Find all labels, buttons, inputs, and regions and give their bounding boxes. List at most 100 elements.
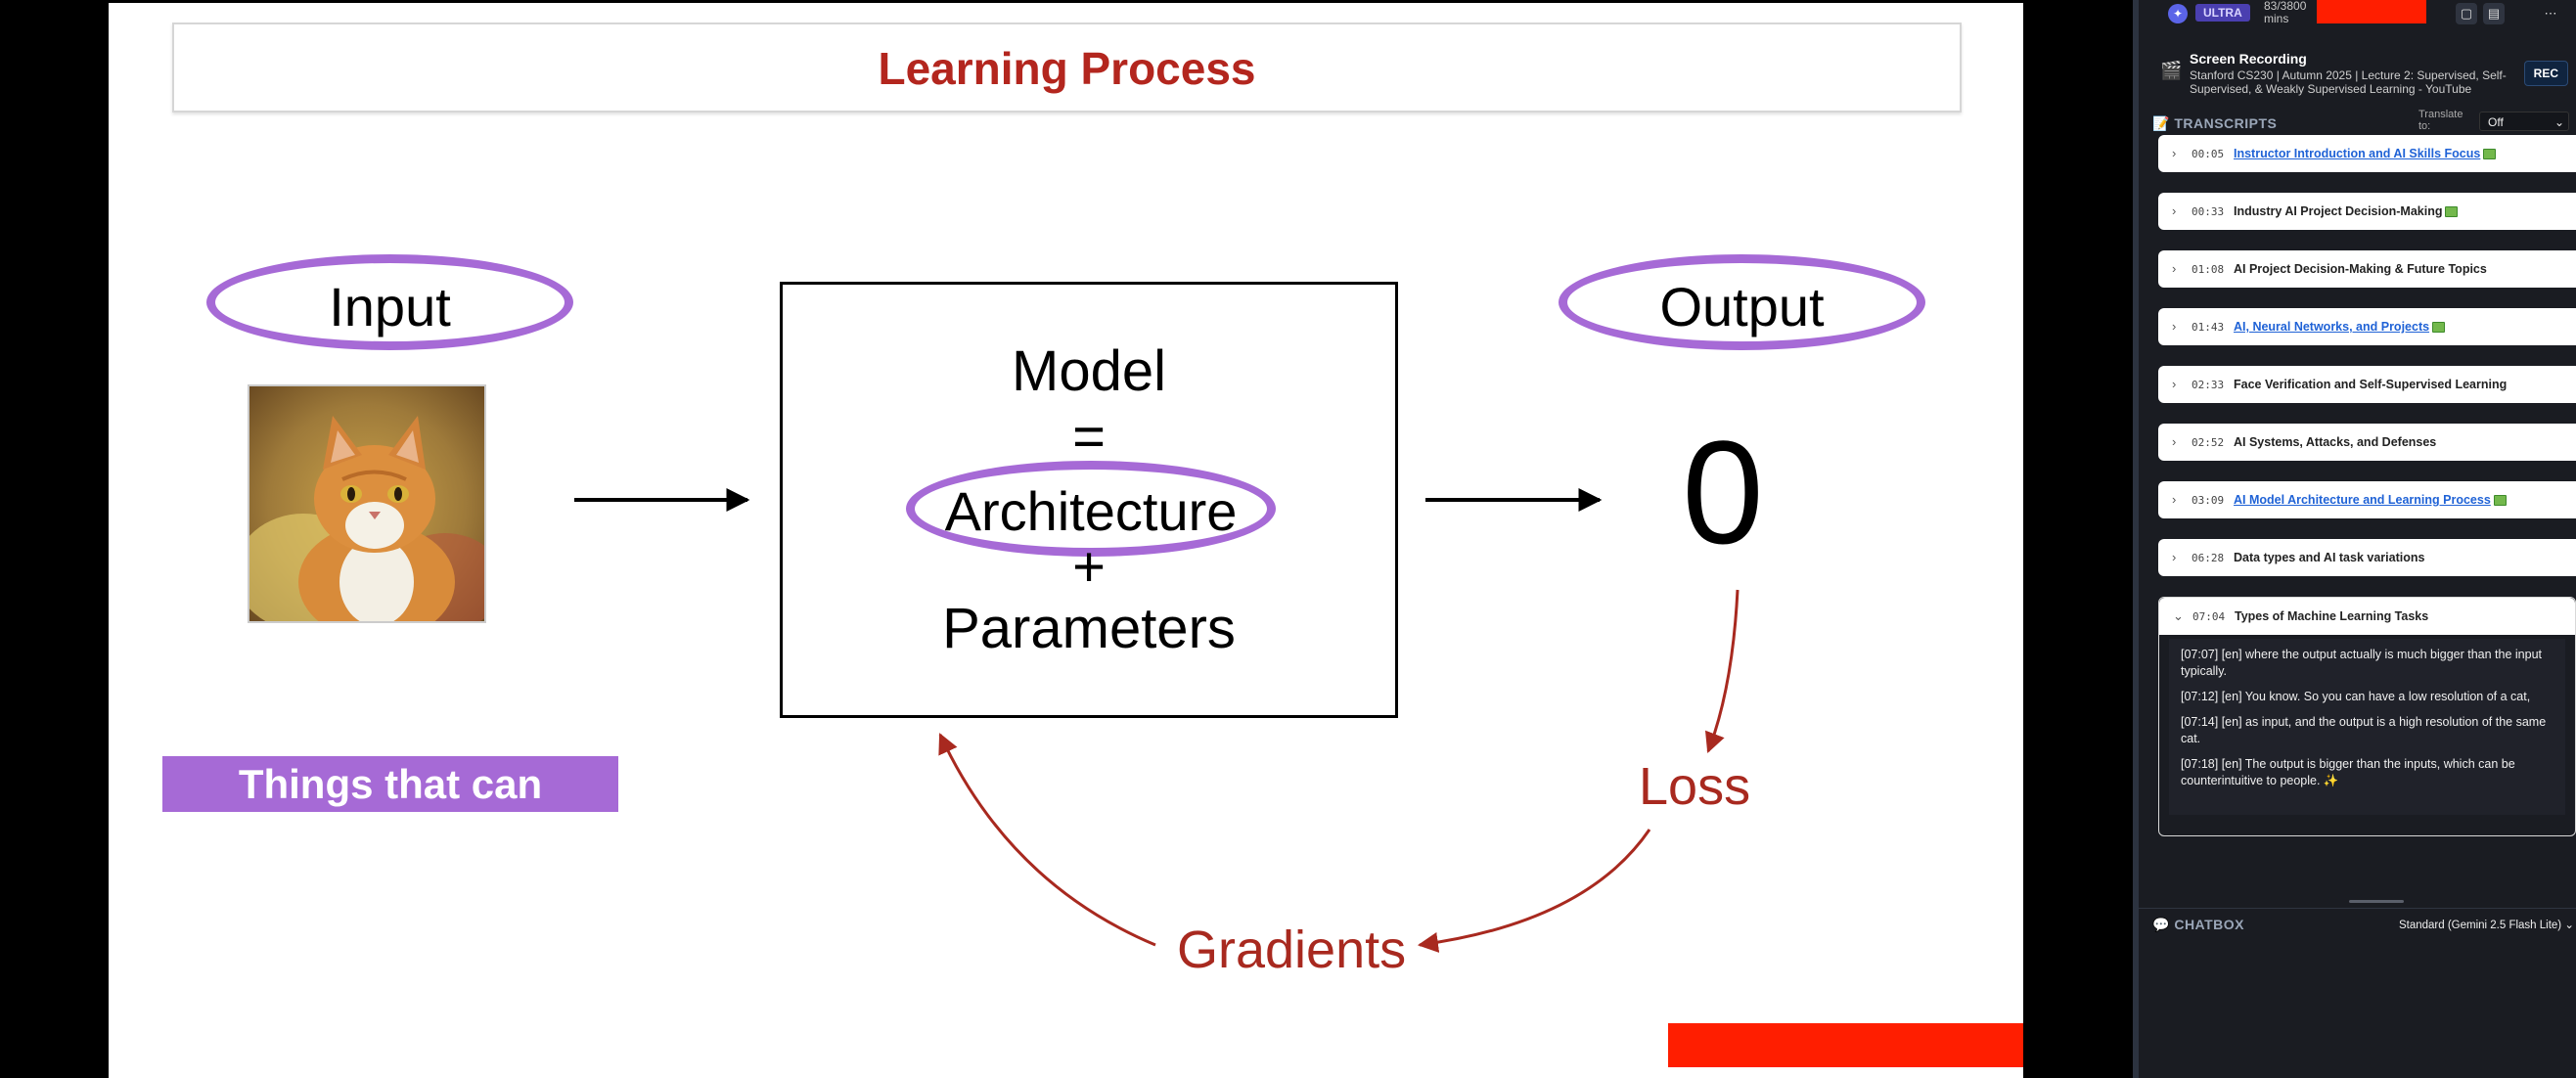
chevron-right-icon: › (2172, 146, 2177, 160)
gradients-label: Gradients (1177, 921, 1407, 979)
plan-badge: ULTRA (2195, 4, 2250, 22)
transcript-time: 01:08 (2192, 263, 2225, 276)
output-label: Output (1659, 276, 1825, 337)
chatbox-title: 💬 CHATBOX (2152, 917, 2245, 932)
output-value: 0 (1682, 410, 1764, 574)
chevron-down-icon: ⌄ (2564, 920, 2574, 931)
transcript-line: [07:18] [en] The output is bigger than t… (2181, 757, 2515, 787)
transcript-item[interactable]: › 01:08 AI Project Decision-Making & Fut… (2158, 250, 2576, 288)
model-select[interactable]: Standard (Gemini 2.5 Flash Lite) ⌄ (2399, 918, 2574, 931)
chevron-right-icon: › (2172, 261, 2177, 276)
flow-arrows (574, 488, 1740, 953)
marker-icon (2493, 495, 2507, 507)
gradients-to-model-arrow (938, 733, 1156, 947)
transcript-title-text: AI Model Architecture and Learning Proce… (2234, 493, 2491, 507)
transcript-item[interactable]: › 00:33 Industry AI Project Decision-Mak… (2158, 193, 2576, 230)
model-label: Model (1012, 339, 1166, 403)
transcript-item[interactable]: › 02:52 AI Systems, Attacks, and Defense… (2158, 424, 2576, 461)
chevron-right-icon: › (2172, 550, 2177, 564)
more-options-icon[interactable]: ⋯ (2544, 6, 2557, 21)
transcript-time: 02:33 (2192, 379, 2225, 391)
chevron-right-icon: › (2172, 319, 2177, 334)
slide-title: Learning Process (878, 43, 1256, 94)
transcript-item[interactable]: › 06:28 Data types and AI task variation… (2158, 539, 2576, 576)
output-oval: Output (1559, 254, 1925, 350)
chatbox-title-text: CHATBOX (2174, 917, 2245, 932)
chevron-right-icon: › (2172, 203, 2177, 218)
marker-icon (2445, 206, 2459, 218)
input-oval: Input (206, 254, 573, 350)
transcript-time: 00:33 (2192, 205, 2225, 218)
transcripts-header: 📝 TRANSCRIPTS Translate to: Off ⌄ (2139, 106, 2576, 135)
transcript-lines: [07:07] [en] where the output actually i… (2169, 639, 2565, 815)
recording-title: Screen Recording (2190, 51, 2307, 67)
chatbox-header: 💬 CHATBOX Standard (Gemini 2.5 Flash Lit… (2139, 908, 2576, 938)
expanded-item-header[interactable]: ⌄ 07:04 Types of Machine Learning Tasks (2159, 598, 2575, 635)
transcript-line: [07:14] [en] as input, and the output is… (2181, 715, 2547, 745)
transcript-item[interactable]: › 01:43 AI, Neural Networks, and Project… (2158, 308, 2576, 345)
transcript-time: 07:04 (2192, 610, 2226, 623)
window-icon[interactable]: ▢ (2456, 3, 2477, 24)
transcript-title-text: AI, Neural Networks, and Projects (2234, 320, 2430, 334)
chevron-right-icon: › (2172, 377, 2177, 391)
transcript-title[interactable]: AI, Neural Networks, and Projects (2234, 320, 2446, 334)
transcript-item[interactable]: › 02:33 Face Verification and Self-Super… (2158, 366, 2576, 403)
chevron-right-icon: › (2172, 434, 2177, 449)
app-logo-icon[interactable]: ✦ (2168, 4, 2188, 23)
transcript-title: Types of Machine Learning Tasks (2235, 609, 2429, 623)
transcript-item[interactable]: › 03:09 AI Model Architecture and Learni… (2158, 481, 2576, 518)
translate-value: Off (2488, 115, 2504, 129)
translate-label: Translate to: (2418, 109, 2463, 132)
redaction-bar (1668, 1023, 2023, 1067)
transcript-title[interactable]: Instructor Introduction and AI Skills Fo… (2234, 147, 2497, 160)
model-box: Model = Architecture + Parameters (780, 282, 1398, 718)
lecture-slide: Learning Process Input Output (109, 3, 2023, 1078)
sidebar-topbar: ✦ ULTRA 83/3800 mins ▢ ▤ ⋯ (2139, 0, 2576, 27)
transcript-title: Industry AI Project Decision-Making (2234, 204, 2459, 218)
parameters-label: Parameters (942, 597, 1236, 660)
transcripts-title-text: TRANSCRIPTS (2174, 115, 2278, 131)
usage-counter: 83/3800 mins (2264, 0, 2307, 25)
document-icon[interactable]: ▤ (2483, 3, 2505, 24)
model-select-value: Standard (Gemini 2.5 Flash Lite) (2398, 920, 2562, 931)
transcript-time: 00:05 (2192, 148, 2225, 160)
transcript-time: 02:52 (2192, 436, 2225, 449)
transcript-line: [07:07] [en] where the output actually i… (2181, 648, 2542, 678)
plus-sign: + (1072, 535, 1106, 599)
transcript-title-text: Instructor Introduction and AI Skills Fo… (2234, 147, 2481, 160)
video-player[interactable]: Learning Process Input Output (0, 0, 2133, 1078)
equals-sign: = (1072, 405, 1106, 469)
transcript-title[interactable]: AI Model Architecture and Learning Proce… (2234, 493, 2507, 507)
input-label: Input (329, 276, 451, 337)
slide-title-box: Learning Process (172, 22, 1962, 112)
resize-handle[interactable] (2349, 900, 2404, 903)
clapperboard-icon: 🎬 (2160, 61, 2183, 80)
transcript-line: [07:12] [en] You know. So you can have a… (2181, 690, 2531, 703)
transcript-item[interactable]: › 00:05 Instructor Introduction and AI S… (2158, 135, 2576, 172)
chevron-right-icon: › (2172, 492, 2177, 507)
recording-header: 🎬 Screen Recording Stanford CS230 | Autu… (2139, 47, 2576, 102)
transcript-title-text: Industry AI Project Decision-Making (2234, 204, 2443, 218)
chevron-down-icon: ⌄ (2553, 115, 2564, 129)
recording-subtitle: Stanford CS230 | Autumn 2025 | Lecture 2… (2190, 68, 2507, 96)
transcript-time: 01:43 (2192, 321, 2225, 334)
transcripts-title: 📝 TRANSCRIPTS (2152, 115, 2278, 131)
translate-select[interactable]: Off ⌄ (2479, 112, 2569, 131)
transcript-item-expanded: ⌄ 07:04 Types of Machine Learning Tasks … (2158, 597, 2576, 836)
redaction-bar (2317, 0, 2426, 23)
transcript-time: 03:09 (2192, 494, 2225, 507)
output-to-loss-arrow (1704, 589, 1740, 753)
loss-to-gradients-arrow (1417, 829, 1651, 953)
transcript-time: 06:28 (2192, 552, 2225, 564)
cat-image (248, 384, 486, 623)
extension-sidebar: ✦ ULTRA 83/3800 mins ▢ ▤ ⋯ 🎬 Screen Reco… (2133, 0, 2576, 1078)
marker-icon (2432, 322, 2446, 334)
transcript-title: AI Systems, Attacks, and Defenses (2234, 435, 2437, 449)
transcript-title: Face Verification and Self-Supervised Le… (2234, 378, 2508, 391)
marker-icon (2483, 149, 2497, 160)
chevron-down-icon: ⌄ (2173, 608, 2184, 623)
loss-label: Loss (1639, 757, 1751, 816)
transcript-title: AI Project Decision-Making & Future Topi… (2234, 262, 2487, 276)
things-that-can-change-highlight: Things that can change (162, 756, 618, 863)
rec-button[interactable]: REC (2523, 61, 2568, 86)
